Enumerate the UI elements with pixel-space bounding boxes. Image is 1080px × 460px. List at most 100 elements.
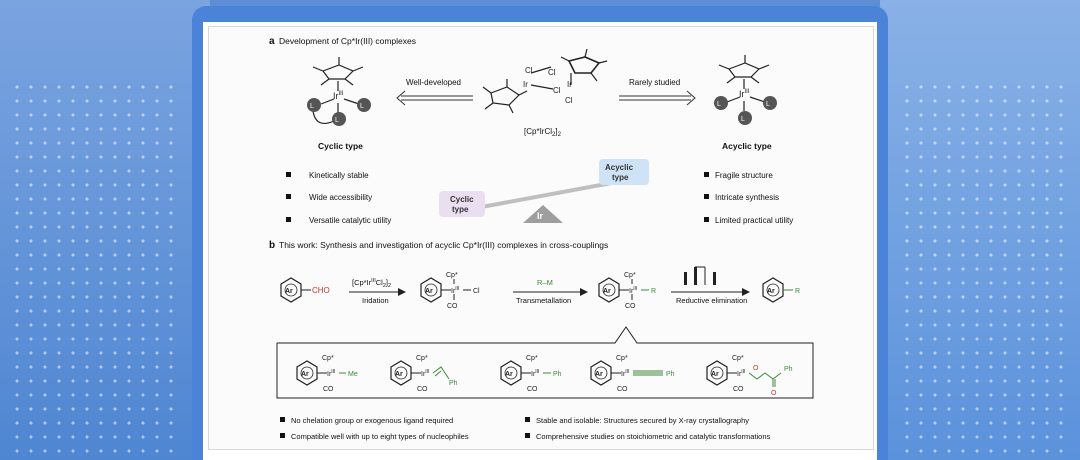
cyclic-type-title: Cyclic type xyxy=(318,141,363,151)
l3-ligand-acyclic xyxy=(763,96,777,110)
ester-oxygen-label: O xyxy=(753,365,759,372)
ph-label: Ph xyxy=(666,371,675,378)
bullet xyxy=(525,433,530,438)
ir-label: IrIII xyxy=(737,369,745,378)
iridation-reagent: [Cp*IrIIICl2]2 xyxy=(352,278,391,289)
l2-label: L xyxy=(335,117,339,124)
ir-chloride-intermediate xyxy=(420,277,471,303)
cp-label: Cp* xyxy=(624,272,636,279)
cyclic-type-box xyxy=(439,191,485,217)
cp-label: Cp* xyxy=(616,355,628,362)
ir-label: IrIII xyxy=(451,286,459,295)
balance-acyclic-line2: type xyxy=(612,173,629,182)
r-label: R xyxy=(651,288,656,295)
l2-ligand-acyclic xyxy=(738,111,752,125)
panel-b-letter: b xyxy=(269,240,275,251)
bullet xyxy=(704,194,709,199)
arene-aldehyde xyxy=(280,277,311,303)
l3-label-acyclic: L xyxy=(766,101,770,108)
cp-label: Cp* xyxy=(732,355,744,362)
acyclic-type-title: Acyclic type xyxy=(722,141,772,151)
panel-b-title: This work: Synthesis and investigation o… xyxy=(279,240,608,250)
acyclic-features-list: Fragile structure Intricate synthesis Li… xyxy=(704,171,793,225)
ar-label: Ar xyxy=(603,288,611,295)
ir-label: IrIII xyxy=(629,286,637,295)
co-label: CO xyxy=(323,386,334,393)
reductive-elimination-arrow xyxy=(671,266,750,296)
feature-kinetically-stable: Kinetically stable xyxy=(309,171,369,180)
ar-label: Ar xyxy=(395,371,403,378)
cp-label: Cp* xyxy=(446,272,458,279)
well-developed-label: Well-developed xyxy=(406,78,461,87)
transmetallation-reagent: R–M xyxy=(537,278,553,287)
l1-ligand-acyclic xyxy=(714,96,728,110)
cp-label: Cp* xyxy=(322,355,334,362)
l3-ligand-cyclic xyxy=(357,98,371,112)
bullet xyxy=(286,217,291,222)
ar-label: Ar xyxy=(285,288,293,295)
cp-label: Cp* xyxy=(416,355,428,362)
feature-nucleophiles: Compatible well with up to eight types o… xyxy=(291,432,469,441)
product-arene xyxy=(762,277,793,303)
cl-label: Cl xyxy=(473,288,480,295)
feature-stoichiometric: Comprehensive studies on stoichiometric … xyxy=(536,432,771,441)
bullet xyxy=(704,217,709,222)
ir-atom-cyclic: IrIII xyxy=(333,91,344,101)
l1-label: L xyxy=(310,103,314,110)
bullet xyxy=(286,194,291,199)
ar-label: Ar xyxy=(767,288,775,295)
ph-label: Ph xyxy=(784,366,793,373)
ar-label: Ar xyxy=(595,371,603,378)
background-dots-left xyxy=(10,80,180,460)
l2-ligand-cyclic xyxy=(332,112,346,126)
co-label: CO xyxy=(617,386,628,393)
bullet xyxy=(280,417,285,422)
complex-3 xyxy=(500,360,551,386)
panel-b-features: No chelation group or exogenous ligand r… xyxy=(280,416,771,441)
ir-atom-acyclic: IrIII xyxy=(739,89,750,99)
ir-label: IrIII xyxy=(421,369,429,378)
l3-label: L xyxy=(360,103,364,110)
background-right-panel xyxy=(880,0,1080,460)
complex-5 xyxy=(706,360,782,387)
co-label: CO xyxy=(527,386,538,393)
carbonyl-oxygen-label: O xyxy=(771,390,777,397)
balance-cyclic-line2: type xyxy=(452,205,469,214)
figure-panel: a Development of Cp*Ir(III) complexes Ir… xyxy=(208,26,874,450)
acyclic-complex-structure xyxy=(718,55,770,111)
ir-label: IrIII xyxy=(327,369,335,378)
balance-fulcrum-label: Ir xyxy=(537,211,544,221)
bullet xyxy=(525,417,530,422)
balance-scale xyxy=(439,159,649,223)
co-label: CO xyxy=(417,386,428,393)
cho-label: CHO xyxy=(312,286,330,295)
l1-label-acyclic: L xyxy=(717,101,721,108)
background-left-panel xyxy=(0,0,210,460)
r-label: R xyxy=(795,288,800,295)
dimer-ir-2: Ir xyxy=(567,80,572,89)
cyclic-complex-structure xyxy=(312,57,364,124)
feature-no-chelation: No chelation group or exogenous ligand r… xyxy=(291,416,453,425)
co-label: CO xyxy=(625,303,636,310)
feature-wide-accessibility: Wide accessibility xyxy=(309,193,372,202)
complex-scope-box xyxy=(276,326,814,399)
ir-label: IrIII xyxy=(531,369,539,378)
ar-label: Ar xyxy=(425,288,433,295)
feature-intricate-synthesis: Intricate synthesis xyxy=(715,193,779,202)
cyclic-features-list: Kinetically stable Wide accessibility Ve… xyxy=(286,171,391,225)
complex-2 xyxy=(390,360,450,386)
scheme-figure: a Development of Cp*Ir(III) complexes Ir… xyxy=(269,36,814,441)
feature-limited-utility: Limited practical utility xyxy=(715,216,793,225)
acyclic-type-box xyxy=(599,159,649,185)
dimer-structure xyxy=(482,48,608,114)
complex-4 xyxy=(590,360,663,386)
balance-acyclic-line1: Acyclic xyxy=(605,163,634,172)
co-label: CO xyxy=(447,303,458,310)
transmetallation-label: Transmetallation xyxy=(516,296,571,305)
dimer-cl-3: Cl xyxy=(553,86,561,95)
ph-label: Ph xyxy=(553,371,562,378)
panel-a-title: Development of Cp*Ir(III) complexes xyxy=(279,36,416,46)
co-label: CO xyxy=(733,386,744,393)
balance-cyclic-line1: Cyclic xyxy=(450,195,474,204)
iridation-label: Iridation xyxy=(362,296,389,305)
